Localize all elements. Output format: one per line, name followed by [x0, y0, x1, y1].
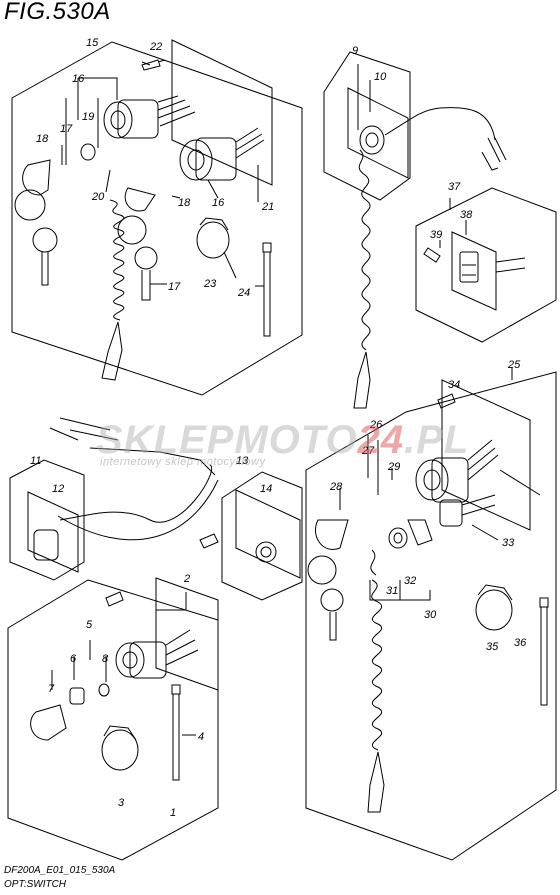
callouts: 15 16 17 18 19 20 18 16 21 22 23 24 17 9…: [30, 37, 527, 819]
lanyard-coil-20: [101, 199, 125, 381]
screw-34: [437, 393, 456, 409]
callout-21: 21: [261, 201, 274, 213]
cable-tie-24: [262, 242, 272, 337]
callout-12: 12: [52, 483, 64, 495]
callout-23: 23: [203, 278, 217, 290]
screw-22: [141, 59, 166, 71]
callout-1: 1: [170, 807, 176, 819]
watermark-brand-suffix: .PL: [404, 418, 470, 462]
screw-13: [199, 533, 219, 549]
callout-5: 5: [86, 619, 93, 631]
callout-34: 34: [448, 379, 460, 391]
key-17b: [117, 187, 158, 301]
callout-14: 14: [260, 483, 272, 495]
watermark-tagline: internetowy sklep motocyklowy: [100, 456, 266, 468]
callout-7: 7: [48, 683, 55, 695]
watermark-brand-text: SKLEPMOTO: [96, 418, 358, 462]
group-13-panel: [199, 471, 303, 601]
group-1-panel: [7, 577, 219, 861]
callout-8: 8: [102, 653, 109, 665]
callout-24: 24: [237, 287, 250, 299]
group-25-panel: [305, 368, 557, 861]
footer-code: DF200A_E01_015_530A: [4, 865, 116, 876]
callout-11: 11: [30, 455, 41, 467]
switch-body-16b: [179, 127, 265, 181]
washer-19: [80, 143, 96, 161]
callout-16a: 16: [72, 73, 85, 85]
callout-15: 15: [86, 37, 99, 49]
callout-36: 36: [514, 637, 527, 649]
watermark-brand: SKLEPMOTO24.PL: [96, 418, 469, 463]
callout-38: 38: [460, 209, 473, 221]
callout-26: 26: [369, 419, 383, 431]
callout-16b: 16: [212, 197, 225, 209]
figure-title: FIG.530A: [4, 0, 111, 25]
callout-6: 6: [70, 653, 77, 665]
callout-10: 10: [374, 71, 387, 83]
screw-39: [423, 247, 441, 263]
callout-3: 3: [118, 797, 125, 809]
callout-4: 4: [198, 731, 204, 743]
callout-31: 31: [386, 585, 398, 597]
callout-30: 30: [424, 609, 437, 621]
callout-9: 9: [352, 45, 358, 57]
callout-29: 29: [387, 461, 400, 473]
callout-32: 32: [404, 575, 416, 587]
callout-22: 22: [149, 41, 162, 53]
screw-2: [105, 591, 124, 607]
callout-17b: 17: [168, 281, 181, 293]
callout-39: 39: [430, 229, 442, 241]
group-37-panel: [415, 187, 557, 343]
group-9-panel: [323, 51, 507, 409]
key-17a: [14, 159, 58, 286]
footer-name: OPT:SWITCH: [4, 879, 67, 890]
group-11-panel: [9, 417, 219, 581]
callout-19: 19: [82, 111, 94, 123]
watermark-brand-highlight: 24: [357, 418, 405, 462]
group-15-panel: [11, 39, 303, 396]
callout-18b: 18: [178, 197, 191, 209]
callout-2: 2: [183, 573, 190, 585]
callout-18a: 18: [36, 133, 49, 145]
callout-25: 25: [507, 359, 521, 371]
callout-20: 20: [91, 191, 105, 203]
callout-27: 27: [361, 445, 375, 457]
switch-body-16a: [103, 95, 196, 139]
callout-13: 13: [236, 455, 249, 467]
callout-35: 35: [486, 641, 499, 653]
clip-23: [196, 217, 230, 259]
callout-17a: 17: [60, 123, 73, 135]
callout-28: 28: [329, 481, 343, 493]
callout-37: 37: [448, 181, 461, 193]
callout-33: 33: [502, 537, 515, 549]
